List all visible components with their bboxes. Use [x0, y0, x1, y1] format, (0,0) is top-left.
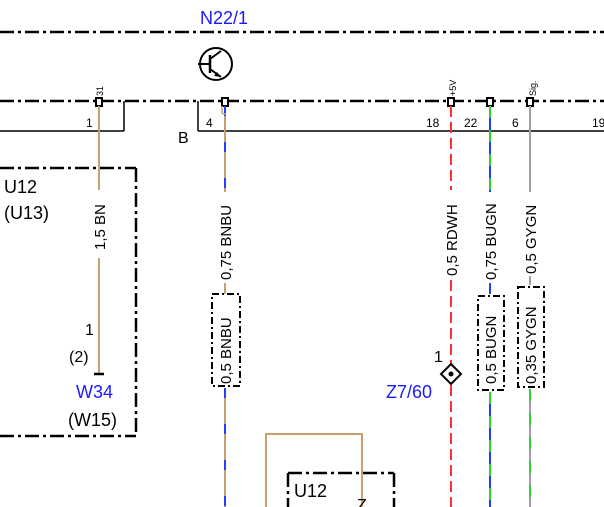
connector-left — [0, 101, 125, 132]
wire-1-brown — [94, 106, 104, 376]
wire-5-top-label: 0,5 GYGN — [523, 205, 540, 274]
pin-6-number: 6 — [512, 116, 519, 130]
u12-bottom-fill — [290, 476, 392, 507]
w34-label: W34 — [76, 382, 113, 402]
wire-4-bottom-label: 0,5 BUGN — [483, 316, 500, 384]
pin-4-number: 4 — [206, 116, 213, 130]
w34-pin-alt-label: (2) — [69, 349, 89, 366]
wire-2-tail — [221, 106, 227, 115]
wire-4-sleeve — [477, 295, 505, 391]
pin-1-number: 1 — [86, 116, 93, 130]
pin-1-caption: 31 — [95, 86, 105, 96]
pin-19-number: 19 — [592, 116, 604, 130]
pin-6-caption: Sig. — [528, 80, 538, 96]
w15-label: (W15) — [68, 410, 117, 430]
u13-left-label: (U13) — [4, 203, 49, 223]
wire-2-sleeve — [211, 293, 241, 387]
wire-2-top-label: 0,75 BNBU — [218, 205, 235, 280]
connector-right — [197, 101, 604, 132]
pin-18-number: 18 — [426, 116, 440, 130]
u12-bottom-partial-label: Z — [357, 497, 367, 507]
wire-5-bottom-label: 0,35 GYGN — [523, 306, 540, 384]
u12-bottom-box — [286, 471, 396, 507]
wire-1-label: 1,5 BN — [92, 204, 109, 250]
w34-pin-label: 1 — [85, 322, 94, 339]
transistor-icon — [198, 47, 233, 81]
pin-22-number: 22 — [464, 116, 478, 130]
u12-left-label: U12 — [4, 177, 37, 197]
u12-bottom-label: U12 — [294, 481, 327, 501]
z7-label: Z7/60 — [386, 382, 432, 402]
n22-label: N22/1 — [200, 8, 248, 28]
wire-2-bottom-label: 0,5 BNBU — [218, 317, 235, 384]
wire-3-label: 0,5 RDWH — [444, 204, 461, 276]
pin-18-caption: +5V — [448, 80, 458, 96]
z7-diamond-icon — [439, 362, 463, 386]
wire-5-sleeve — [517, 286, 545, 388]
bottom-brown-wire — [265, 433, 363, 507]
wire-4-top-label: 0,75 BUGN — [483, 203, 500, 280]
u12-left-box — [0, 166, 138, 438]
z7-pin-label: 1 — [434, 349, 443, 366]
connector-b-label: B — [178, 130, 189, 147]
